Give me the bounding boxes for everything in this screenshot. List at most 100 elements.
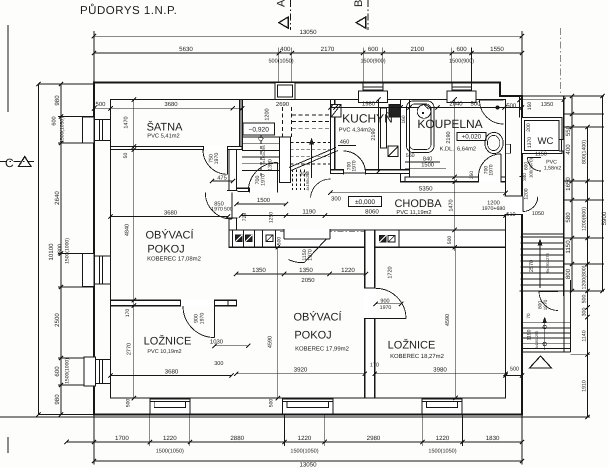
svg-text:500: 500: [224, 206, 233, 212]
svg-text:1970: 1970: [211, 207, 223, 213]
svg-text:1250: 1250: [268, 212, 274, 223]
svg-text:1970: 1970: [261, 174, 267, 186]
svg-text:600: 600: [524, 162, 530, 170]
svg-text:1500(1050): 1500(1050): [156, 448, 184, 454]
svg-text:300: 300: [581, 308, 587, 317]
svg-text:2570: 2570: [529, 260, 535, 272]
svg-text:4x190x250: 4x190x250: [305, 171, 310, 191]
svg-text:1500(1050): 1500(1050): [290, 448, 318, 454]
svg-text:160: 160: [401, 115, 407, 123]
svg-text:1050: 1050: [532, 211, 544, 217]
svg-text:170: 170: [125, 309, 131, 318]
svg-text:600: 600: [456, 46, 467, 53]
svg-text:1470: 1470: [124, 116, 130, 128]
svg-text:510: 510: [506, 212, 515, 218]
svg-text:CHODBA: CHODBA: [394, 198, 442, 210]
svg-text:1830: 1830: [486, 435, 500, 442]
svg-text:KUCHYŇ: KUCHYŇ: [342, 112, 393, 126]
svg-text:B: B: [353, 0, 365, 7]
svg-text:4590: 4590: [268, 336, 274, 348]
svg-text:PŮDORYS 1.N.P.: PŮDORYS 1.N.P.: [80, 3, 177, 17]
svg-text:1350: 1350: [541, 102, 554, 108]
svg-text:WC: WC: [538, 136, 554, 147]
svg-text:500: 500: [268, 399, 274, 408]
svg-text:500: 500: [471, 100, 482, 107]
svg-text:1200: 1200: [264, 108, 270, 120]
svg-text:1140: 1140: [581, 330, 587, 341]
svg-text:1220: 1220: [436, 435, 450, 442]
svg-text:1220: 1220: [341, 267, 355, 274]
svg-text:2500: 2500: [54, 313, 61, 327]
svg-text:13050: 13050: [299, 461, 317, 468]
svg-text:1350: 1350: [299, 267, 313, 274]
svg-text:3980: 3980: [433, 367, 447, 374]
svg-text:1,58m2: 1,58m2: [544, 166, 562, 172]
svg-text:4590: 4590: [445, 314, 451, 326]
svg-text:500: 500: [125, 399, 131, 408]
svg-text:580: 580: [565, 212, 572, 223]
svg-text:500(1050): 500(1050): [268, 59, 293, 65]
svg-text:1970+680: 1970+680: [482, 206, 506, 212]
svg-text:1500(1000): 1500(1000): [65, 358, 71, 384]
svg-text:200: 200: [526, 123, 532, 132]
svg-text:1500(1050): 1500(1050): [60, 117, 66, 143]
svg-text:POKOJ: POKOJ: [147, 244, 184, 256]
svg-text:600: 600: [52, 116, 58, 125]
svg-text:10100: 10100: [48, 243, 55, 261]
svg-text:1500(900): 1500(900): [360, 59, 385, 65]
svg-text:70: 70: [526, 313, 531, 319]
svg-text:C: C: [5, 156, 14, 170]
svg-text:300: 300: [331, 196, 342, 203]
svg-text:K.DL.: K.DL.: [440, 147, 455, 153]
svg-text:1970: 1970: [308, 249, 314, 261]
svg-text:KOBEREC 17,99m2: KOBEREC 17,99m2: [295, 346, 349, 353]
svg-text:400: 400: [565, 144, 572, 155]
svg-text:500: 500: [581, 295, 587, 304]
svg-text:2690: 2690: [276, 101, 290, 108]
svg-text:500: 500: [506, 103, 517, 110]
svg-text:1970: 1970: [214, 153, 220, 165]
svg-text:KOBEREC 17,08m2: KOBEREC 17,08m2: [147, 256, 201, 263]
svg-text:LOŽNICE: LOŽNICE: [388, 339, 436, 352]
svg-text:800(1400): 800(1400): [581, 140, 587, 164]
svg-text:600: 600: [368, 46, 379, 53]
svg-text:1200: 1200: [524, 188, 530, 199]
svg-text:1190: 1190: [302, 208, 316, 215]
svg-text:+0,020: +0,020: [462, 133, 482, 140]
svg-text:1500: 1500: [421, 162, 434, 168]
svg-text:1220: 1220: [163, 435, 177, 442]
svg-text:A: A: [276, 0, 288, 7]
svg-text:840: 840: [423, 156, 433, 162]
svg-text:POKOJ: POKOJ: [294, 330, 331, 342]
svg-text:1550: 1550: [490, 46, 504, 53]
svg-text:2640: 2640: [54, 191, 61, 205]
svg-text:ŠATNA: ŠATNA: [147, 121, 184, 134]
svg-text:460: 460: [340, 139, 350, 145]
svg-text:1970: 1970: [489, 164, 495, 175]
svg-text:PVC 11,19m2: PVC 11,19m2: [396, 210, 431, 216]
svg-text:1970: 1970: [199, 313, 205, 325]
svg-text:728: 728: [242, 213, 248, 222]
svg-text:800: 800: [565, 268, 572, 279]
svg-text:9x191x278: 9x191x278: [545, 253, 550, 273]
svg-text:OBÝVACÍ: OBÝVACÍ: [293, 311, 342, 324]
svg-text:9x191x295: 9x191x295: [261, 145, 266, 165]
svg-text:OBÝVACÍ: OBÝVACÍ: [145, 229, 194, 242]
svg-text:340: 340: [522, 173, 527, 181]
svg-text:3920: 3920: [294, 367, 308, 374]
svg-text:2770: 2770: [127, 343, 133, 355]
svg-text:1470: 1470: [448, 199, 454, 211]
svg-text:500: 500: [276, 237, 282, 246]
svg-text:2190: 2190: [446, 131, 452, 143]
svg-text:500: 500: [510, 367, 519, 373]
svg-text:5350: 5350: [419, 186, 433, 193]
svg-text:±0,000: ±0,000: [355, 199, 375, 206]
svg-text:1150: 1150: [302, 249, 308, 260]
svg-text:170: 170: [370, 362, 379, 368]
svg-text:1650: 1650: [565, 177, 572, 191]
svg-text:1500(1000): 1500(1000): [65, 238, 71, 264]
svg-text:1980: 1980: [362, 100, 376, 107]
svg-text:600: 600: [54, 366, 61, 377]
svg-text:KOBEREC 18,27m2: KOBEREC 18,27m2: [390, 353, 444, 360]
svg-text:1700: 1700: [115, 435, 129, 442]
